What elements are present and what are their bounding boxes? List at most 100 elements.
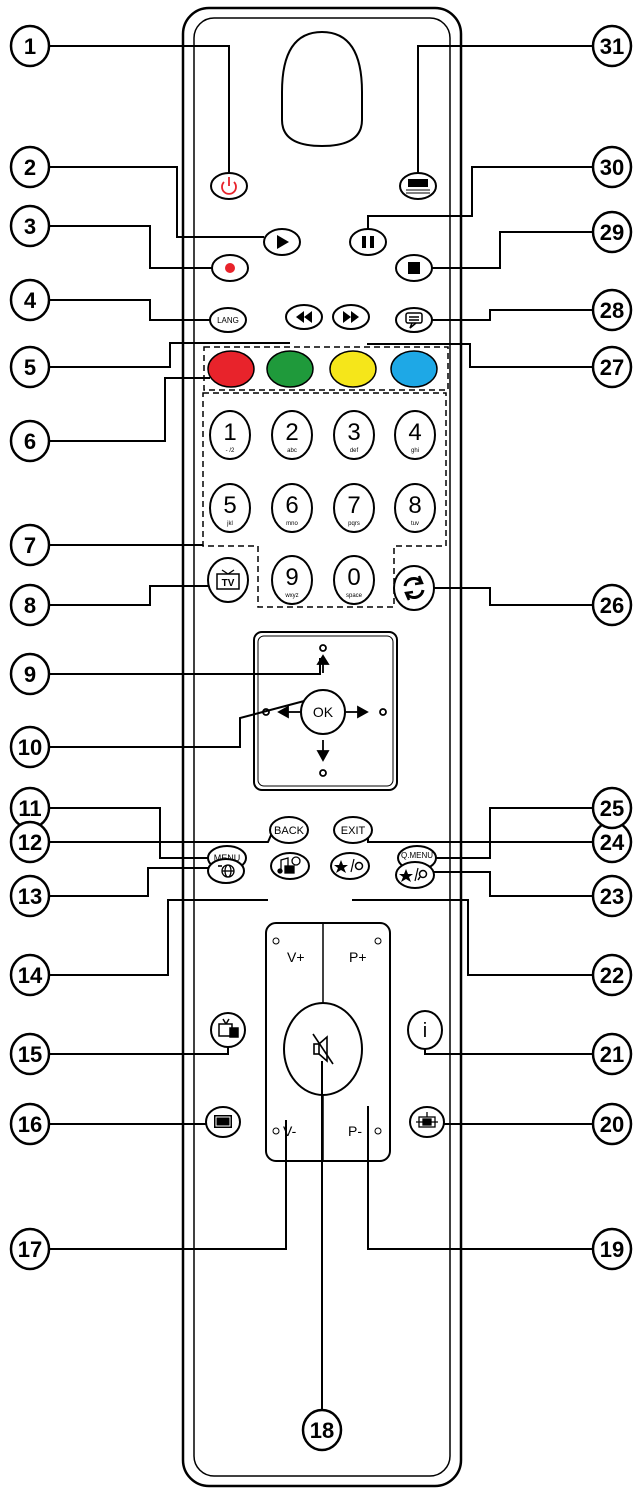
digit-5: 5 — [223, 492, 236, 519]
callout-30: 30 — [591, 145, 633, 189]
callout-text-5: 5 — [24, 355, 36, 380]
digit-3-sub: def — [350, 448, 359, 454]
callout-text-9: 9 — [24, 662, 36, 687]
callout-text-20: 20 — [600, 1112, 624, 1137]
exit-button[interactable]: EXIT — [333, 816, 373, 844]
red-key[interactable] — [207, 350, 255, 388]
nav-arrows — [262, 644, 387, 777]
ir-window — [281, 30, 363, 148]
info-button[interactable]: i — [407, 1010, 443, 1050]
favourite-search-button[interactable] — [395, 861, 435, 889]
mute-button[interactable] — [283, 1002, 363, 1096]
teletext-button[interactable] — [205, 1106, 241, 1138]
digit-key-9[interactable]: 9 wxyz — [271, 555, 313, 605]
play-button[interactable] — [263, 228, 301, 256]
digit-key-3[interactable]: 3 def — [333, 410, 375, 460]
callout-23: 23 — [591, 874, 633, 918]
callout-text-8: 8 — [24, 593, 36, 618]
digit-key-4[interactable]: 4 ghi — [394, 410, 436, 460]
digit-0: 0 — [347, 564, 360, 591]
digit-key-2[interactable]: 2 abc — [271, 410, 313, 460]
lang-label: LANG — [217, 316, 239, 325]
callout-29: 29 — [591, 210, 633, 254]
callout-22: 22 — [591, 953, 633, 997]
left-arrow-button[interactable] — [262, 705, 300, 719]
callout-10: 10 — [9, 725, 51, 769]
callout-1: 1 — [9, 24, 51, 68]
callout-25: 25 — [591, 786, 633, 830]
subtitle-button[interactable] — [399, 172, 437, 200]
screen-icon — [416, 1112, 438, 1128]
back-button[interactable]: BACK — [269, 816, 309, 844]
favourite-settings-button[interactable] — [330, 852, 370, 880]
play-icon — [277, 235, 289, 249]
callout-6: 6 — [9, 419, 51, 463]
swap-button[interactable] — [393, 565, 435, 611]
ok-button[interactable]: OK — [300, 689, 346, 735]
callout-text-13: 13 — [18, 884, 42, 909]
blue-key[interactable] — [390, 350, 438, 388]
callout-16: 16 — [9, 1102, 51, 1146]
fast-forward-button[interactable] — [332, 304, 370, 330]
callout-4: 4 — [9, 278, 51, 322]
picture-mode-button[interactable] — [409, 1106, 445, 1138]
leader-19 — [367, 1106, 595, 1250]
volume-up-label: V+ — [287, 949, 305, 965]
down-arrow-button[interactable] — [316, 740, 330, 777]
record-button[interactable] — [211, 254, 249, 282]
callout-text-30: 30 — [600, 155, 624, 180]
stop-button[interactable] — [395, 254, 433, 282]
globe-icon — [218, 864, 235, 878]
text-button[interactable] — [395, 307, 433, 333]
callout-text-4: 4 — [24, 288, 37, 313]
power-button[interactable] — [210, 172, 248, 200]
leader-29 — [432, 231, 595, 269]
digit-6: 6 — [285, 492, 298, 519]
digit-key-6[interactable]: 6 mno — [271, 483, 313, 533]
tv-button[interactable]: TV — [207, 557, 249, 603]
media-browser-button[interactable] — [270, 852, 310, 880]
leader-3 — [50, 225, 212, 269]
ok-label: OK — [313, 704, 334, 720]
internet-button[interactable] — [207, 858, 245, 884]
callout-text-22: 22 — [600, 963, 624, 988]
digit-key-1[interactable]: 1 - /2 — [209, 410, 251, 460]
callout-20: 20 — [591, 1102, 633, 1146]
record-icon — [225, 263, 235, 273]
yellow-key[interactable] — [329, 350, 377, 388]
pause-button[interactable] — [349, 228, 387, 256]
callout-text-10: 10 — [18, 735, 42, 760]
callout-text-17: 17 — [18, 1237, 42, 1262]
callout-17: 17 — [9, 1227, 51, 1271]
leader-22 — [352, 899, 595, 976]
digit-7: 7 — [347, 492, 360, 519]
rewind-icon — [296, 311, 312, 323]
digit-key-0[interactable]: 0 space — [333, 555, 375, 605]
leader-11 — [50, 807, 212, 859]
rewind-button[interactable] — [285, 304, 323, 330]
volume-program-rocker: V+ P+ V- P- — [265, 922, 391, 1162]
callout-5: 5 — [9, 345, 51, 389]
menu-label: MENU — [214, 853, 241, 863]
digit-key-5[interactable]: 5 jkl — [209, 483, 251, 533]
power-icon — [221, 177, 237, 195]
digit-8: 8 — [408, 492, 421, 519]
leader-13 — [50, 867, 210, 897]
star-gear-icon — [334, 858, 364, 873]
up-arrow-button[interactable] — [316, 644, 330, 673]
callout-text-21: 21 — [600, 1042, 624, 1067]
digit-4-sub: ghi — [411, 448, 419, 454]
star-search-icon — [399, 867, 428, 882]
digit-key-8[interactable]: 8 tuv — [394, 483, 436, 533]
epg-button[interactable] — [210, 1012, 246, 1048]
right-arrow-button[interactable] — [346, 705, 387, 719]
program-up-label: P+ — [349, 949, 367, 965]
digit-6-sub: mno — [286, 521, 298, 527]
leader-17 — [50, 1120, 287, 1250]
right-arrow-icon — [357, 705, 369, 719]
lang-button[interactable]: LANG — [209, 307, 247, 333]
qmenu-label: Q.MENU — [401, 851, 433, 860]
green-key[interactable] — [266, 350, 314, 388]
digit-key-7[interactable]: 7 pqrs — [333, 483, 375, 533]
